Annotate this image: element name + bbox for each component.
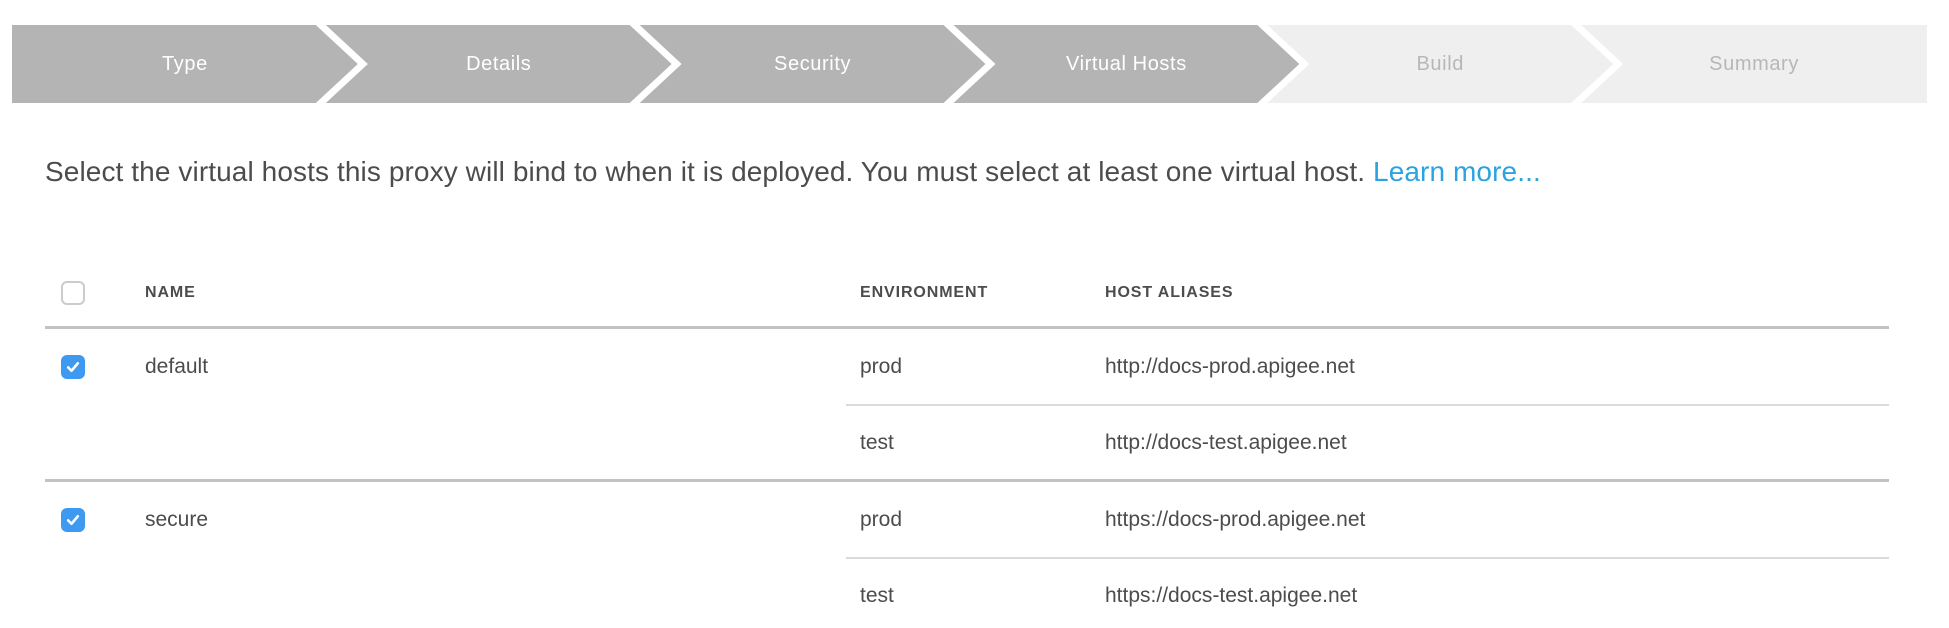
wizard-stepper: Type Details Security Virtual Hosts Build Sum… [12, 25, 1927, 103]
column-header-environment: ENVIRONMENT [860, 283, 989, 301]
step-build[interactable]: Build [1267, 25, 1613, 103]
step-label: Build [1416, 52, 1464, 75]
environment-row: test http://docs-test.apigee.net [846, 404, 1889, 479]
virtual-host-row: default prod http://docs-prod.apigee.net… [45, 329, 1889, 482]
environment-row: prod http://docs-prod.apigee.net [860, 329, 1889, 404]
environment-row: test https://docs-test.apigee.net [846, 557, 1889, 628]
environment-row: prod https://docs-prod.apigee.net [860, 482, 1889, 557]
environment-value: prod [860, 354, 903, 378]
host-alias-value: https://docs-prod.apigee.net [1105, 507, 1366, 531]
virtual-host-name: secure [145, 507, 209, 531]
environment-value: test [860, 583, 894, 607]
virtual-hosts-table: NAME ENVIRONMENT HOST ALIASES default pr… [45, 259, 1889, 628]
checkmark-icon [66, 514, 80, 525]
table-header: NAME ENVIRONMENT HOST ALIASES [45, 259, 1889, 329]
description: Select the virtual hosts this proxy will… [45, 155, 1904, 189]
learn-more-link[interactable]: Learn more... [1373, 156, 1541, 187]
step-details[interactable]: Details [326, 25, 672, 103]
virtual-host-row: secure prod https://docs-prod.apigee.net… [45, 482, 1889, 628]
step-type[interactable]: Type [12, 25, 358, 103]
description-text: Select the virtual hosts this proxy will… [45, 156, 1366, 187]
step-virtual-hosts[interactable]: Virtual Hosts [953, 25, 1299, 103]
step-label: Type [162, 52, 208, 75]
step-label: Details [466, 52, 532, 75]
step-summary[interactable]: Summary [1581, 25, 1927, 103]
table-body: default prod http://docs-prod.apigee.net… [45, 329, 1889, 628]
select-all-cell [45, 280, 145, 305]
step-label: Security [774, 52, 852, 75]
select-all-checkbox[interactable] [61, 280, 85, 305]
checkmark-icon [66, 361, 80, 372]
host-alias-value: http://docs-test.apigee.net [1105, 430, 1347, 454]
environment-value: test [860, 430, 894, 454]
host-alias-value: https://docs-test.apigee.net [1105, 583, 1358, 607]
column-header-name: NAME [145, 283, 196, 301]
row-checkbox[interactable] [61, 507, 85, 532]
step-label: Virtual Hosts [1065, 52, 1187, 75]
host-alias-value: http://docs-prod.apigee.net [1105, 354, 1355, 378]
row-checkbox[interactable] [61, 354, 85, 379]
step-label: Summary [1709, 52, 1799, 75]
step-security[interactable]: Security [640, 25, 986, 103]
column-header-host-aliases: HOST ALIASES [1105, 283, 1234, 301]
virtual-host-name: default [145, 354, 209, 378]
environment-value: prod [860, 507, 903, 531]
